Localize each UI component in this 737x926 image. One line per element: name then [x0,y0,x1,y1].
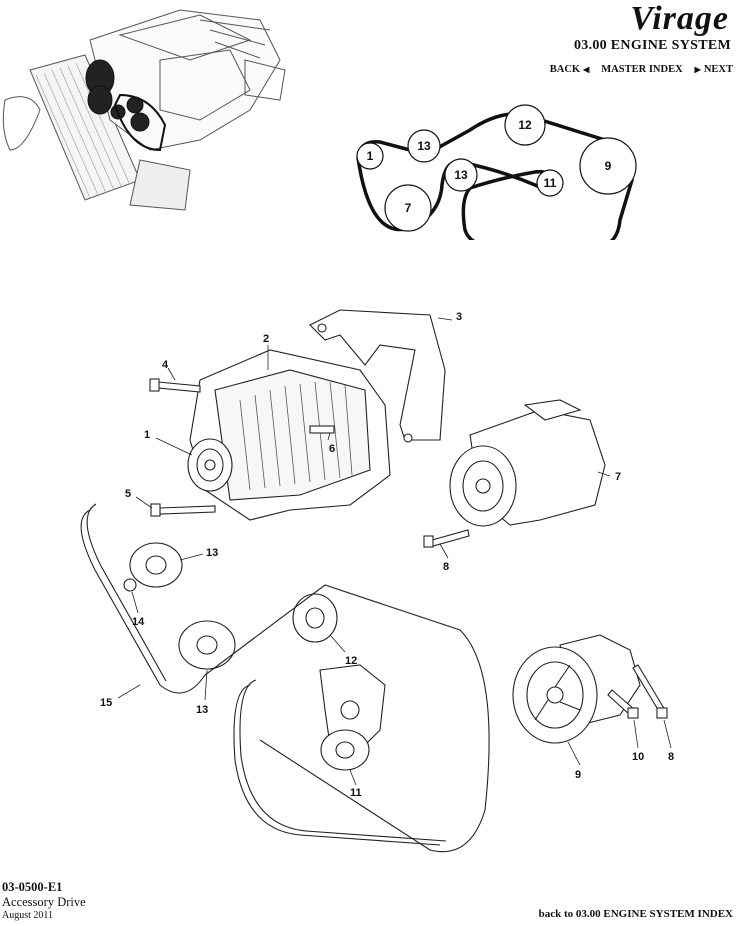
callout-5: 5 [125,488,131,500]
document-code: 03-0500-E1 [2,880,63,894]
brand-logo: Virage [630,0,729,37]
routing-pulley-11 [536,169,564,197]
section-title: 03.00 ENGINE SYSTEM [573,38,731,53]
routing-pulley-13b [444,158,478,192]
stud-6 [309,425,335,434]
callout-11: 11 [350,787,362,799]
exploded-parts-view: 3 2 4 1 5 6 7 8 13 14 15 12 13 11 10 8 9 [80,309,674,853]
callout-2: 2 [263,333,269,345]
document-title: Accessory Drive [2,895,86,909]
routing-pulley-13a [407,129,441,163]
callout-4: 4 [162,359,169,371]
routing-label-11: 11 [544,176,557,190]
routing-label-13b: 13 [454,168,468,182]
back-arrow-icon: ◀ [583,65,590,74]
back-to-index-link[interactable]: back to 03.00 ENGINE SYSTEM INDEX [538,908,733,920]
callout-9: 9 [575,769,581,781]
routing-label-12: 12 [518,118,532,132]
routing-pulley-7 [384,184,432,232]
next-link[interactable]: ▶NEXT [694,64,733,75]
callout-10: 10 [632,751,644,763]
nav-bar: BACK◀ MASTER INDEX ▶NEXT [550,64,733,75]
callout-12: 12 [345,655,357,667]
callout-13b: 13 [196,704,208,716]
bolt-14 [123,578,137,592]
routing-pulley-1 [356,142,384,170]
routing-label-7: 7 [405,201,412,215]
callout-1: 1 [144,429,150,441]
callout-8b: 8 [668,751,674,763]
routing-pulley-9 [579,137,637,195]
callout-13a: 13 [206,547,218,559]
callout-15: 15 [100,697,112,709]
routing-label-13a: 13 [417,139,431,153]
belt-routing-diagram: 1 13 12 9 13 11 7 [356,104,637,240]
master-index-link[interactable]: MASTER INDEX [601,64,683,75]
callout-3: 3 [456,311,462,323]
bolt-5 [159,505,216,515]
routing-pulley-12 [504,104,546,146]
callout-7: 7 [615,471,621,483]
callout-8a: 8 [443,561,449,573]
bracket-part [309,309,446,441]
next-arrow-icon: ▶ [694,65,701,74]
back-link[interactable]: BACK◀ [549,64,590,75]
engine-thumbnail [2,9,286,211]
routing-label-1: 1 [367,149,374,163]
routing-label-9: 9 [605,159,612,173]
callout-14: 14 [132,616,145,628]
belt-inner [233,684,441,846]
belt-15 [80,509,490,853]
bolt-8a [431,529,470,547]
callout-6: 6 [329,443,335,455]
document-date: August 2011 [2,910,54,921]
bolt-4 [157,381,201,393]
footer-info: 03-0500-E1 Accessory Drive August 2011 [2,880,86,922]
